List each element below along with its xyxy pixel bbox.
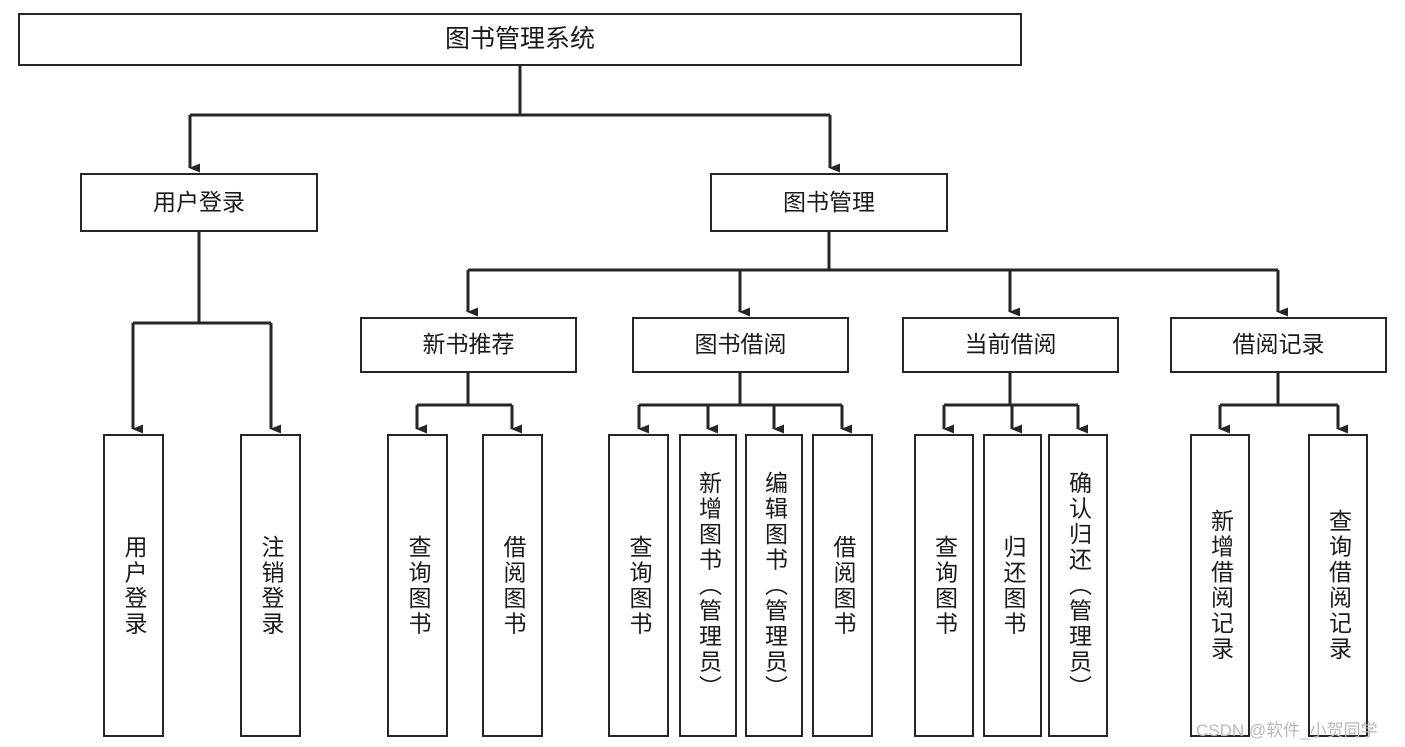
node-label: 借阅记录 bbox=[1232, 331, 1325, 358]
node-label: 新书推荐 bbox=[422, 331, 515, 358]
node-leaf-return-book[interactable]: 归还图书 bbox=[983, 434, 1042, 737]
node-label: 查询图书 bbox=[626, 534, 652, 637]
node-label: 图书管理 bbox=[783, 188, 875, 215]
node-book-management[interactable]: 图书管理 bbox=[710, 173, 948, 232]
node-borrowing-records[interactable]: 借阅记录 bbox=[1170, 317, 1387, 373]
node-leaf-user-login[interactable]: 用户登录 bbox=[103, 434, 164, 737]
node-label: 新增图书（管理员） bbox=[695, 470, 722, 701]
node-label: 新增借阅记录 bbox=[1207, 509, 1234, 662]
node-label: 查询借阅记录 bbox=[1325, 509, 1352, 662]
node-leaf-add-book-admin[interactable]: 新增图书（管理员） bbox=[679, 434, 737, 737]
node-current-borrowing[interactable]: 当前借阅 bbox=[902, 317, 1119, 373]
node-new-book-recommendation[interactable]: 新书推荐 bbox=[360, 317, 577, 373]
node-leaf-confirm-return-admin[interactable]: 确认归还（管理员） bbox=[1048, 434, 1108, 737]
node-book-borrowing[interactable]: 图书借阅 bbox=[632, 317, 849, 373]
node-label: 注销登录 bbox=[258, 534, 284, 637]
node-label: 用户登录 bbox=[121, 534, 147, 637]
node-label: 编辑图书（管理员） bbox=[761, 470, 788, 701]
node-user-login[interactable]: 用户登录 bbox=[80, 173, 318, 232]
node-label: 查询图书 bbox=[931, 534, 958, 637]
node-leaf-query-book-1[interactable]: 查询图书 bbox=[387, 434, 448, 737]
node-leaf-logout[interactable]: 注销登录 bbox=[240, 434, 301, 737]
node-leaf-borrow-book-2[interactable]: 借阅图书 bbox=[812, 434, 873, 737]
node-label: 归还图书 bbox=[1000, 534, 1026, 637]
node-label: 用户登录 bbox=[153, 188, 245, 215]
node-leaf-borrow-book-1[interactable]: 借阅图书 bbox=[482, 434, 543, 737]
node-label: 图书管理系统 bbox=[444, 24, 595, 53]
node-leaf-query-book-3[interactable]: 查询图书 bbox=[914, 434, 974, 737]
node-leaf-edit-book-admin[interactable]: 编辑图书（管理员） bbox=[745, 434, 803, 737]
node-label: 借阅图书 bbox=[830, 534, 856, 637]
node-label: 借阅图书 bbox=[500, 534, 526, 637]
node-leaf-query-book-2[interactable]: 查询图书 bbox=[608, 434, 669, 737]
node-label: 查询图书 bbox=[405, 534, 431, 637]
node-leaf-add-borrow-record[interactable]: 新增借阅记录 bbox=[1190, 434, 1250, 737]
node-label: 确认归还（管理员） bbox=[1065, 470, 1092, 701]
node-label: 当前借阅 bbox=[964, 331, 1057, 358]
node-label: 图书借阅 bbox=[694, 331, 787, 358]
node-root-book-management-system[interactable]: 图书管理系统 bbox=[18, 13, 1022, 66]
node-leaf-query-borrow-record[interactable]: 查询借阅记录 bbox=[1308, 434, 1368, 737]
